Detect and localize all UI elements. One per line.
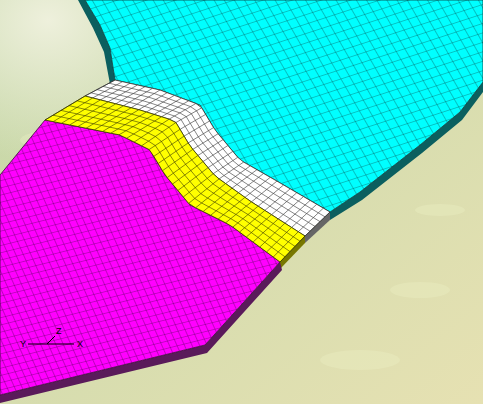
yellow-band: [45, 96, 305, 262]
axis-label: Z: [56, 326, 62, 336]
axis-triad: [28, 336, 74, 344]
axis-label: Y: [20, 339, 26, 349]
yellow-band-lines: [45, 96, 305, 262]
axis-label: X: [77, 339, 83, 349]
